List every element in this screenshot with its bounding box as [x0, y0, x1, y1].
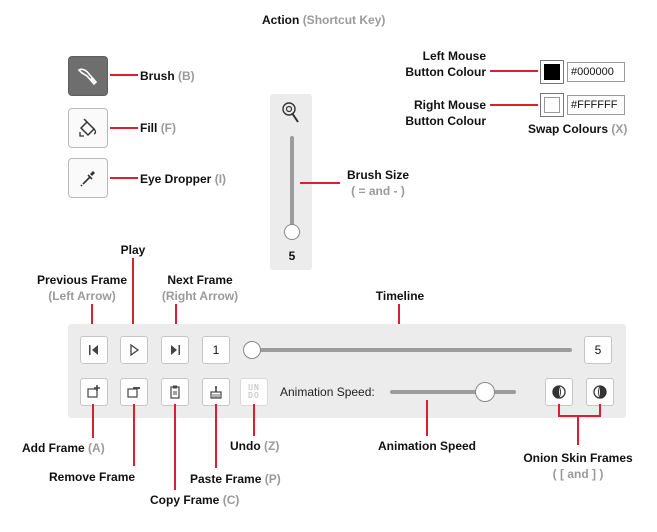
- brush-label: Brush (B): [140, 69, 195, 83]
- animation-panel: [68, 324, 626, 418]
- copy-frame-label: Copy Frame (C): [150, 493, 240, 507]
- eyedropper-tool-button[interactable]: [68, 158, 108, 198]
- play-label: Play: [120, 243, 146, 257]
- timeline-label: Timeline: [375, 289, 425, 303]
- timeline-track[interactable]: [252, 348, 572, 352]
- copy-frame-icon: [170, 385, 180, 399]
- onion-skin-label: Onion Skin Frames ( [ and ] ): [523, 451, 633, 481]
- onion-skin-next-button[interactable]: [586, 378, 614, 406]
- animation-speed-track[interactable]: [390, 390, 516, 394]
- current-frame-field[interactable]: 1: [202, 336, 230, 364]
- onion-skin-pointer-left: [558, 404, 560, 416]
- right-colour-fill: [544, 97, 560, 113]
- animation-speed-pointer: [426, 400, 428, 436]
- left-colour-label: Left Mouse Button Colour: [405, 49, 486, 79]
- header-title: Action (Shortcut Key): [262, 12, 385, 28]
- next-frame-icon: [171, 345, 180, 355]
- previous-frame-icon: [89, 345, 98, 355]
- remove-frame-button[interactable]: [120, 378, 148, 406]
- left-colour-pointer-line: [490, 70, 538, 72]
- brush-icon: [77, 68, 98, 86]
- brush-size-track[interactable]: [290, 136, 294, 240]
- right-colour-label: Right Mouse Button Colour: [405, 98, 486, 128]
- paste-frame-label: Paste Frame (P): [190, 472, 281, 486]
- total-frames-field[interactable]: 5: [584, 336, 612, 364]
- animation-speed-text: Animation Speed:: [280, 385, 375, 399]
- paste-frame-icon: [210, 386, 222, 399]
- previous-frame-pointer: [91, 304, 93, 336]
- left-colour-swatch[interactable]: [540, 60, 564, 84]
- add-frame-pointer: [92, 404, 94, 438]
- previous-frame-label: Previous Frame (Left Arrow): [36, 273, 128, 303]
- onion-skin-pointer-bar: [558, 415, 601, 417]
- right-colour-hex-field[interactable]: #FFFFFF: [567, 95, 625, 115]
- brush-size-knob[interactable]: [284, 224, 300, 240]
- brush-size-pointer-line: [300, 182, 340, 184]
- eyedropper-pointer-line: [110, 177, 138, 179]
- brush-tool-button[interactable]: [68, 56, 108, 96]
- brush-size-icon: [282, 102, 299, 123]
- next-frame-pointer: [175, 304, 177, 336]
- brush-size-value: 5: [288, 249, 296, 263]
- timeline-knob[interactable]: [243, 341, 261, 359]
- add-frame-label: Add Frame (A): [22, 441, 105, 455]
- undo-pointer: [253, 404, 255, 436]
- onion-skin-previous-icon: [552, 385, 566, 399]
- undo-label: Undo (Z): [230, 439, 280, 453]
- next-frame-button[interactable]: [161, 336, 189, 364]
- remove-frame-icon: [127, 387, 140, 398]
- swap-colours-label[interactable]: Swap Colours (X): [528, 122, 628, 136]
- header-shortcut: (Shortcut Key): [302, 13, 386, 27]
- eyedropper-label: Eye Dropper (I): [140, 172, 227, 186]
- header-action: Action: [262, 13, 300, 27]
- undo-button[interactable]: UN DO: [240, 378, 268, 406]
- copy-frame-button[interactable]: [161, 378, 189, 406]
- play-button[interactable]: [120, 336, 148, 364]
- paste-frame-pointer: [215, 404, 217, 468]
- undo-glyph-top: UN: [248, 383, 260, 392]
- undo-glyph-bottom: DO: [248, 391, 260, 400]
- eyedropper-icon: [80, 171, 95, 187]
- right-colour-pointer-line: [490, 104, 538, 106]
- add-frame-icon: [87, 385, 100, 398]
- fill-pointer-line: [110, 127, 138, 129]
- animation-speed-knob[interactable]: [474, 382, 495, 402]
- remove-frame-pointer: [133, 404, 135, 466]
- onion-skin-pointer-stem: [577, 415, 579, 445]
- onion-skin-next-icon: [593, 385, 607, 399]
- fill-label: Fill (F): [140, 121, 177, 135]
- paste-frame-button[interactable]: [202, 378, 230, 406]
- remove-frame-label: Remove Frame: [49, 470, 136, 484]
- fill-bucket-icon: [79, 118, 97, 137]
- animation-speed-label: Animation Speed: [377, 439, 476, 453]
- play-icon: [130, 343, 140, 357]
- copy-frame-pointer: [174, 404, 176, 490]
- next-frame-label: Next Frame (Right Arrow): [161, 273, 239, 303]
- right-colour-swatch[interactable]: [540, 93, 564, 117]
- play-pointer: [132, 258, 134, 336]
- add-frame-button[interactable]: [80, 378, 108, 406]
- brush-size-label: Brush Size ( = and - ): [346, 168, 409, 198]
- previous-frame-button[interactable]: [80, 336, 108, 364]
- left-colour-fill: [544, 64, 560, 80]
- onion-skin-previous-button[interactable]: [545, 378, 573, 406]
- fill-tool-button[interactable]: [68, 108, 108, 148]
- brush-pointer-line: [110, 74, 138, 76]
- left-colour-hex-field[interactable]: #000000: [567, 62, 625, 82]
- onion-skin-pointer-right: [599, 404, 601, 416]
